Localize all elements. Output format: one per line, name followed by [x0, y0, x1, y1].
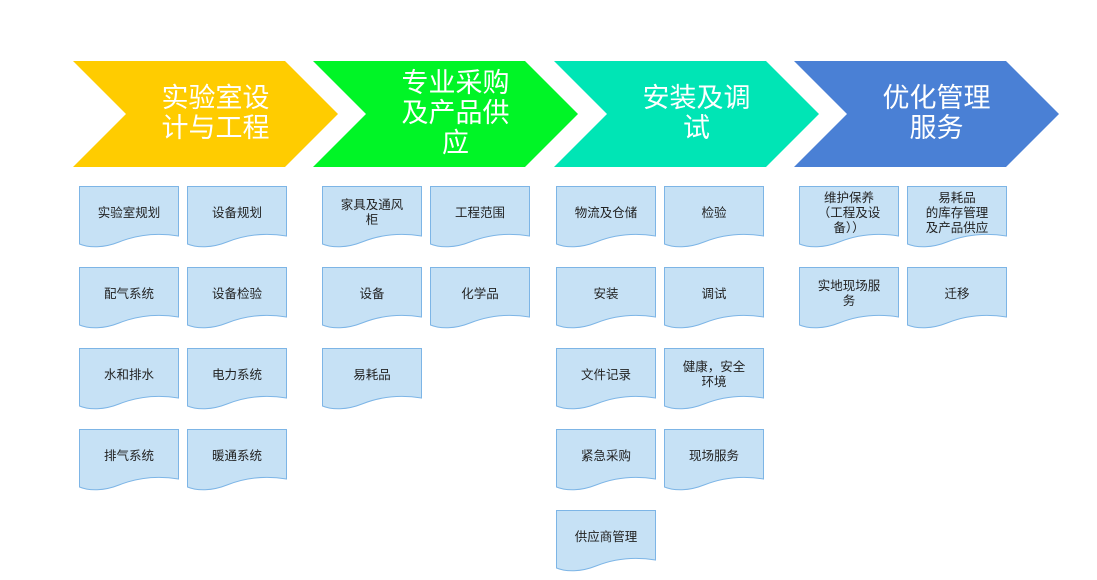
stage-title: 专业采购 及产品供 应: [401, 68, 510, 159]
doc-item-label: 紧急采购: [580, 447, 631, 463]
doc-item: 排气系统: [79, 429, 179, 493]
doc-item-label: 设备: [359, 285, 385, 301]
doc-item-label: 维护保养 （工程及设 备））: [817, 189, 881, 235]
doc-item-label: 易耗品: [353, 366, 391, 382]
doc-item-label: 现场服务: [688, 447, 739, 463]
doc-item: 设备规划: [187, 186, 287, 250]
doc-item-label: 检验: [701, 204, 727, 220]
doc-item: 安装: [556, 267, 656, 331]
doc-item: 暖通系统: [187, 429, 287, 493]
doc-item: 家具及通风 柜: [322, 186, 422, 250]
doc-item-label: 电力系统: [211, 366, 262, 382]
doc-item-label: 健康，安全 环境: [682, 359, 746, 389]
doc-item-label: 配气系统: [103, 285, 154, 301]
doc-item-label: 实地现场服 务: [817, 278, 881, 308]
doc-item-label: 工程范围: [454, 204, 505, 220]
stage-chevron: 安装及调 试: [554, 61, 819, 167]
doc-item: 检验: [664, 186, 764, 250]
doc-item: 易耗品 的库存管理 及产品供应: [907, 186, 1007, 250]
stage-chevron: 实验室设 计与工程: [73, 61, 338, 167]
doc-item-label: 调试: [701, 285, 727, 301]
doc-item-label: 水和排水: [103, 366, 154, 382]
doc-item: 维护保养 （工程及设 备））: [799, 186, 899, 250]
doc-item-label: 实验室规划: [97, 204, 161, 220]
doc-item-label: 家具及通风 柜: [340, 197, 404, 227]
doc-item-label: 设备检验: [211, 285, 262, 301]
stage-title: 实验室设 计与工程: [161, 83, 270, 144]
doc-item: 化学品: [430, 267, 530, 331]
doc-item-label: 迁移: [944, 285, 970, 301]
doc-item-label: 排气系统: [103, 447, 154, 463]
doc-item: 易耗品: [322, 348, 422, 412]
doc-item-label: 文件记录: [580, 366, 631, 382]
stage-chevron: 专业采购 及产品供 应: [313, 61, 578, 167]
stage-title: 优化管理 服务: [882, 83, 991, 144]
doc-item: 实地现场服 务: [799, 267, 899, 331]
doc-item: 紧急采购: [556, 429, 656, 493]
doc-item: 工程范围: [430, 186, 530, 250]
stage-chevron: 优化管理 服务: [794, 61, 1059, 167]
doc-item-label: 设备规划: [211, 204, 262, 220]
doc-item: 文件记录: [556, 348, 656, 412]
doc-item-label: 化学品: [461, 285, 499, 301]
doc-item: 供应商管理: [556, 510, 656, 574]
doc-item: 设备: [322, 267, 422, 331]
doc-item: 现场服务: [664, 429, 764, 493]
doc-item-label: 安装: [593, 285, 619, 301]
doc-item-label: 易耗品 的库存管理 及产品供应: [925, 189, 989, 235]
doc-item: 设备检验: [187, 267, 287, 331]
doc-item: 迁移: [907, 267, 1007, 331]
doc-item: 电力系统: [187, 348, 287, 412]
doc-item: 实验室规划: [79, 186, 179, 250]
doc-item: 配气系统: [79, 267, 179, 331]
doc-item: 水和排水: [79, 348, 179, 412]
doc-item: 健康，安全 环境: [664, 348, 764, 412]
doc-item: 调试: [664, 267, 764, 331]
doc-item-label: 供应商管理: [574, 528, 638, 544]
doc-item-label: 物流及仓储: [574, 204, 638, 220]
stage-title: 安装及调 试: [642, 83, 751, 144]
doc-item: 物流及仓储: [556, 186, 656, 250]
doc-item-label: 暖通系统: [211, 447, 262, 463]
